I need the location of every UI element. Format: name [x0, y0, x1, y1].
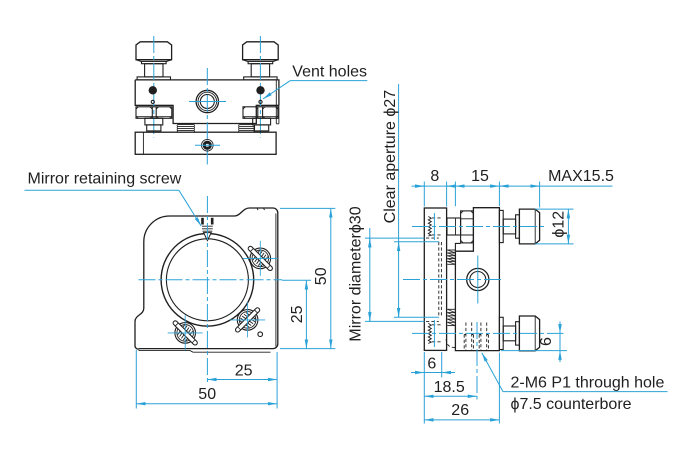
svg-text:18.5: 18.5 — [434, 379, 465, 396]
svg-text:25: 25 — [289, 305, 306, 323]
svg-text:15: 15 — [471, 168, 489, 185]
svg-text:Vent holes: Vent holes — [292, 64, 367, 81]
svg-text:50: 50 — [313, 267, 330, 285]
svg-text:50: 50 — [198, 386, 216, 403]
svg-text:6: 6 — [427, 356, 436, 373]
svg-text:26: 26 — [451, 402, 469, 419]
svg-text:Mirror diameterϕ30: Mirror diameterϕ30 — [348, 206, 365, 341]
svg-text:Clear aperture ϕ27: Clear aperture ϕ27 — [382, 90, 399, 224]
svg-text:6: 6 — [538, 337, 555, 346]
svg-text:2-M6 P1 through hole: 2-M6 P1 through hole — [511, 375, 665, 392]
svg-text:8: 8 — [430, 168, 439, 185]
svg-text:ϕ7.5 counterbore: ϕ7.5 counterbore — [511, 396, 632, 413]
svg-text:Mirror retaining screw: Mirror retaining screw — [28, 171, 182, 188]
svg-text:25: 25 — [235, 362, 253, 379]
svg-text:MAX15.5: MAX15.5 — [548, 168, 614, 185]
svg-text:ϕ12: ϕ12 — [551, 211, 568, 238]
